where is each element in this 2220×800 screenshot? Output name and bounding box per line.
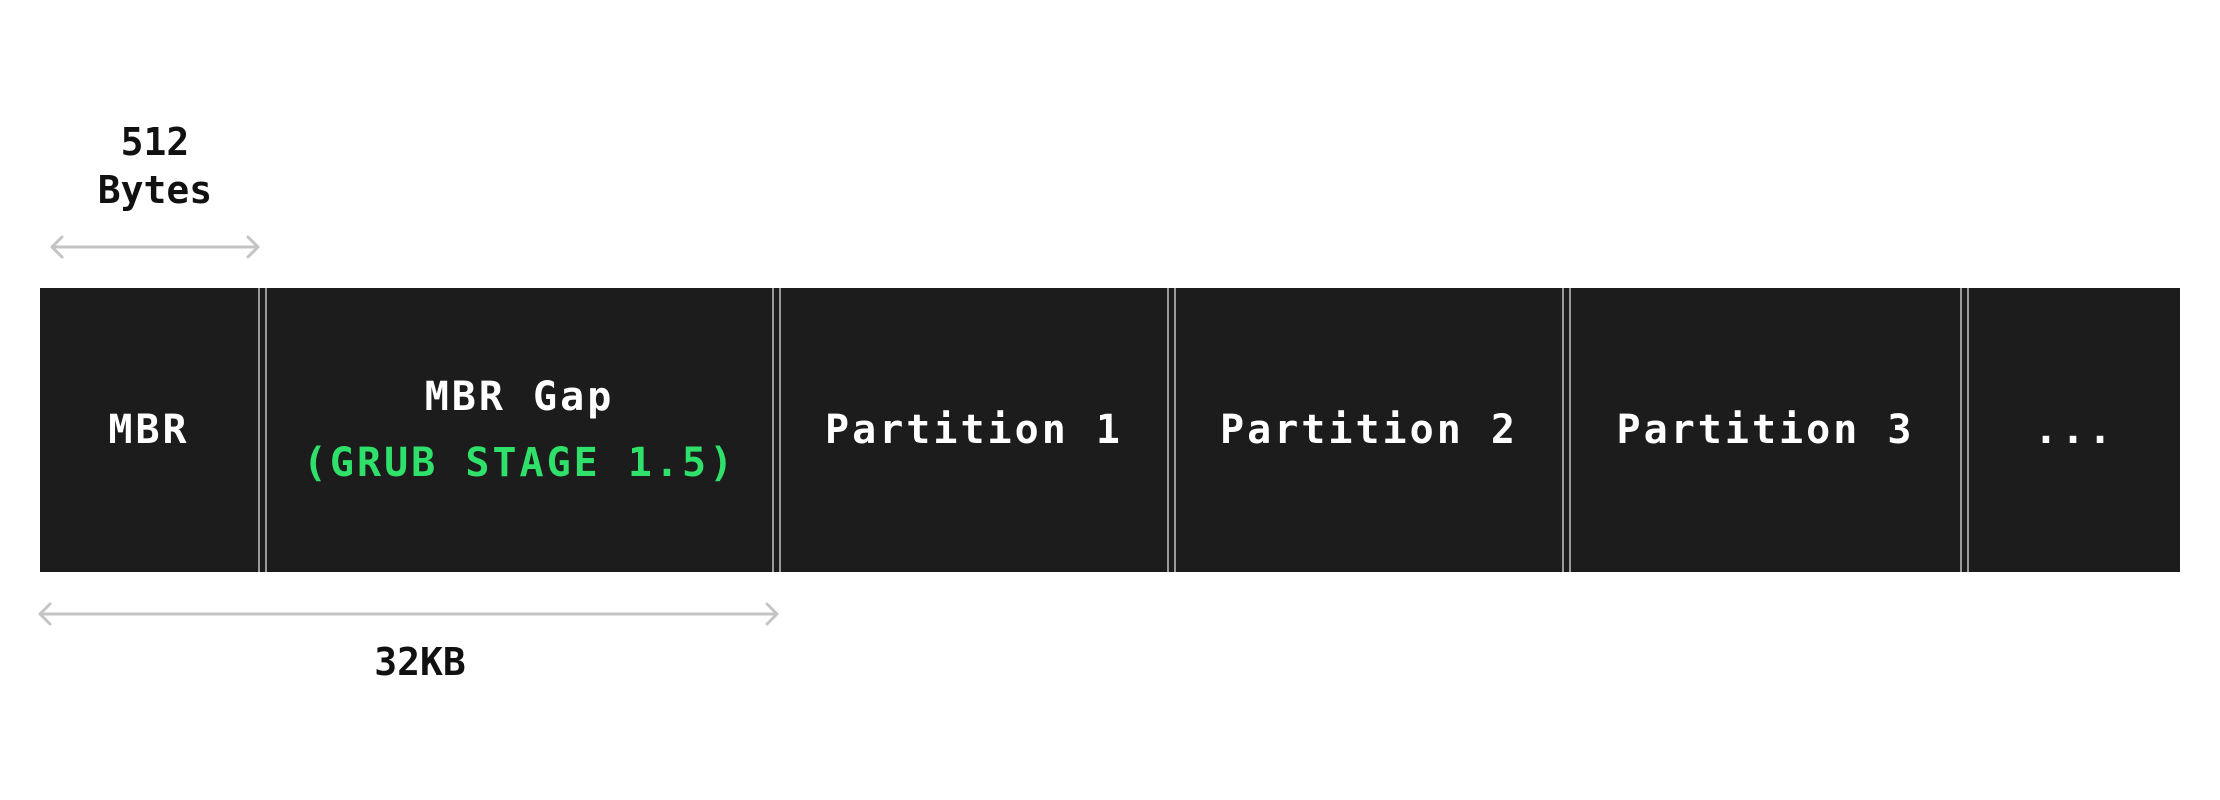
segment-divider — [772, 288, 781, 572]
mbr-size-label: 512 Bytes — [50, 118, 260, 214]
segment-partition-2-label: Partition 2 — [1220, 407, 1518, 453]
segment-divider — [258, 288, 267, 572]
segment-partition-1-label: Partition 1 — [825, 407, 1123, 453]
gap-size-label: 32KB — [374, 640, 466, 684]
disk-layout-bar: MBR MBR Gap (GRUB STAGE 1.5) Partition 1… — [40, 288, 2180, 572]
segment-partition-1: Partition 1 — [781, 288, 1167, 572]
mbr-size-arrow — [50, 235, 260, 259]
segment-mbr-label: MBR — [108, 407, 190, 453]
segment-more-label: ... — [2033, 407, 2116, 453]
segment-mbr-gap: MBR Gap (GRUB STAGE 1.5) — [267, 288, 772, 572]
segment-divider — [1167, 288, 1176, 572]
segment-mbr: MBR — [40, 288, 258, 572]
mbr-size-unit: Bytes — [97, 168, 213, 212]
segment-more: ... — [1969, 288, 2180, 572]
segment-grub-stage-label: (GRUB STAGE 1.5) — [302, 440, 737, 486]
segment-divider — [1960, 288, 1969, 572]
segment-partition-3-label: Partition 3 — [1616, 407, 1915, 453]
gap-size-arrow — [38, 602, 779, 626]
segment-partition-3: Partition 3 — [1571, 288, 1960, 572]
segment-mbr-gap-label: MBR Gap — [424, 374, 615, 420]
segment-partition-2: Partition 2 — [1176, 288, 1562, 572]
segment-divider — [1562, 288, 1571, 572]
mbr-size-value: 512 — [120, 120, 190, 164]
